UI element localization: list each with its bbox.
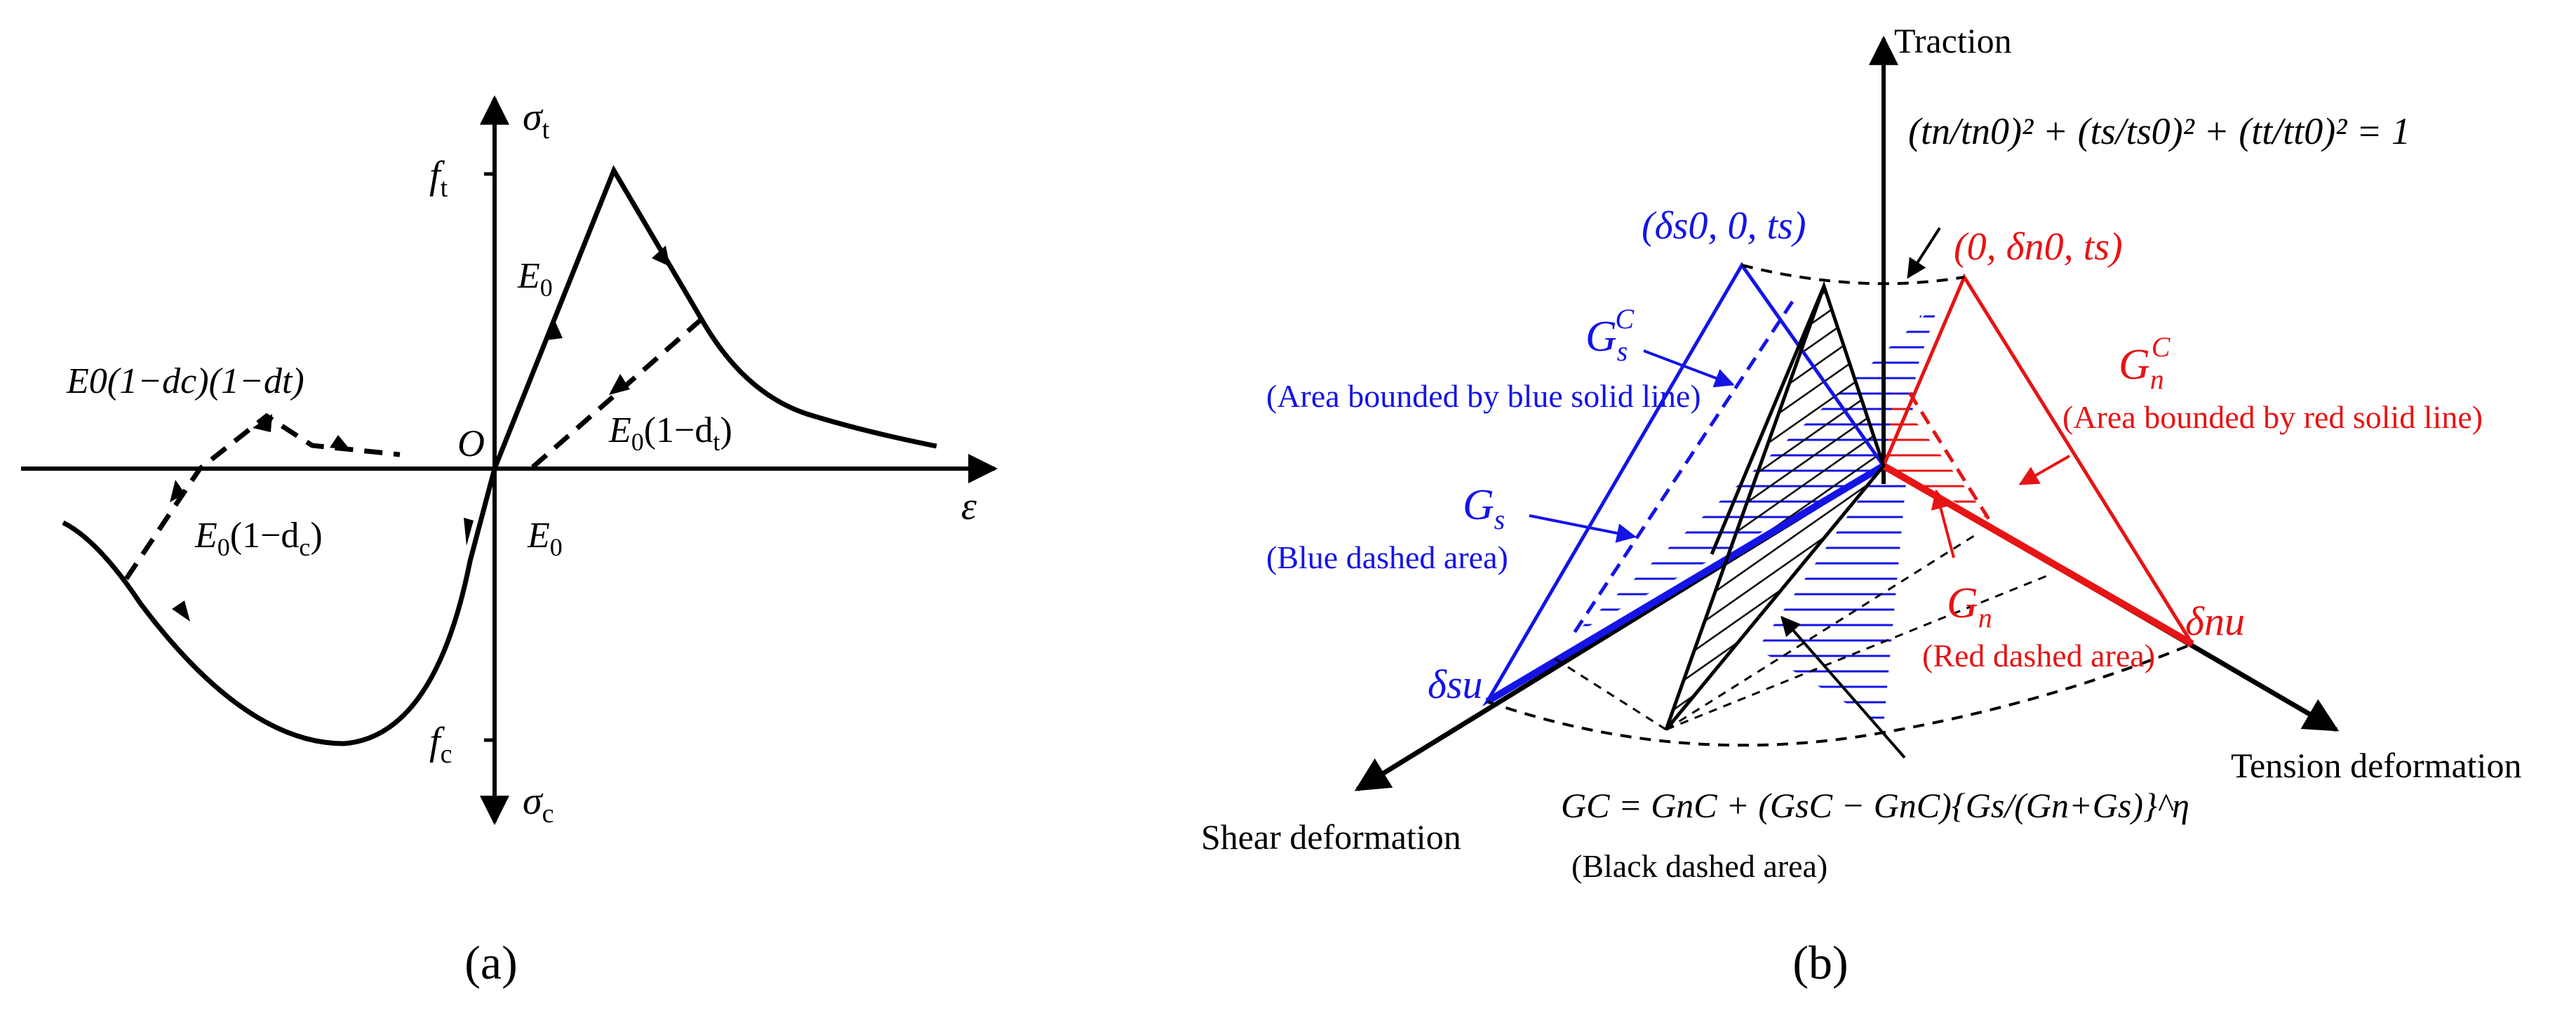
e0-unload-t-label: E0(1−dt)	[608, 410, 732, 456]
tension-peak-label: (0, δn0, ts)	[1954, 225, 2123, 269]
red-hatch	[1884, 393, 1989, 519]
tension-axis-label: Tension deformation	[2231, 746, 2521, 785]
shear-axis-label: Shear deformation	[1201, 817, 1461, 857]
compression-curve	[62, 468, 497, 746]
gnc-pointer	[2018, 455, 2070, 485]
gn-pointer	[1931, 489, 1955, 558]
tension-dashed-edge	[1907, 391, 1991, 521]
gs-symbol: Gs	[1463, 481, 1505, 535]
shear-peak-label: (δs0, 0, ts)	[1642, 204, 1806, 248]
gnc-symbol: GnC	[2119, 331, 2171, 395]
gsc-pointer	[1643, 349, 1735, 388]
ft-label: ft	[429, 154, 448, 203]
tension-ultimate-label: δnu	[2185, 598, 2245, 644]
gn-symbol: Gn	[1947, 579, 1992, 633]
origin-label: O	[457, 422, 485, 464]
tension-curve	[492, 165, 937, 470]
shear-base-bold	[1485, 462, 1886, 705]
e0-unload-c-label: E0(1−dc)	[194, 516, 323, 561]
mixed-triangle	[1664, 281, 1886, 731]
mixed-inner-line	[1710, 286, 1826, 555]
traction-label: Traction	[1894, 21, 2012, 60]
tension-base-bold	[1881, 462, 2194, 648]
gs-desc: (Blue dashed area)	[1266, 539, 1508, 575]
fc-label: fc	[429, 720, 452, 769]
sigma-c-label: σc	[523, 779, 554, 828]
tension-unload-line	[529, 317, 704, 471]
shear-ultimate-label: δsu	[1428, 662, 1483, 707]
e0-compress-label: E0	[527, 516, 563, 561]
gsc-desc: (Area bounded by blue solid line)	[1266, 378, 1701, 414]
sigma-t-label: σt	[523, 95, 550, 145]
compress-back-arrow	[172, 601, 190, 622]
gc-desc: (Black dashed area)	[1571, 848, 1827, 884]
criterion-pointer	[1907, 227, 1941, 279]
black-hatch	[1666, 288, 1884, 731]
gc-formula: GC = GnC + (GsC − GnC){Gs/(Gn+Gs)}^η	[1561, 786, 2189, 825]
unload-arrow-t	[609, 374, 630, 395]
panel-b: Traction Shear deformation Tension defor…	[1201, 21, 2521, 989]
gs-pointer	[1529, 514, 1637, 543]
peak-envelope	[1741, 264, 1965, 286]
reload-arrow-2	[330, 435, 351, 450]
epsilon-label: ε	[961, 485, 977, 528]
caption-b: (b)	[1792, 936, 1848, 989]
ultimate-envelope	[1487, 643, 2193, 747]
gnc-desc: (Area bounded by red solid line)	[2062, 399, 2483, 435]
gn-desc: (Red dashed area)	[1922, 638, 2155, 673]
criterion-formula: (tn/tn0)² + (ts/ts0)² + (tt/tt0)² = 1	[1908, 110, 2410, 152]
ultimate-rays	[1550, 532, 2049, 731]
unload-arrow-c	[170, 480, 185, 502]
panel-a: σt σc ε O ft fc E0 E0(1−dt) E0 E0(1−dc) …	[21, 95, 998, 989]
loading-arrow	[546, 319, 563, 340]
reload-arrow	[253, 414, 272, 432]
softening-arrow	[652, 246, 670, 267]
caption-a: (a)	[464, 936, 517, 989]
gsc-symbol: GsC	[1585, 303, 1635, 367]
gc-pointer	[1780, 615, 1906, 759]
compress-arrow	[464, 518, 474, 546]
e0-reload-ct-label: E0(1−dc)(1−dt)	[66, 361, 304, 401]
e0-loading-label: E0	[517, 256, 553, 302]
